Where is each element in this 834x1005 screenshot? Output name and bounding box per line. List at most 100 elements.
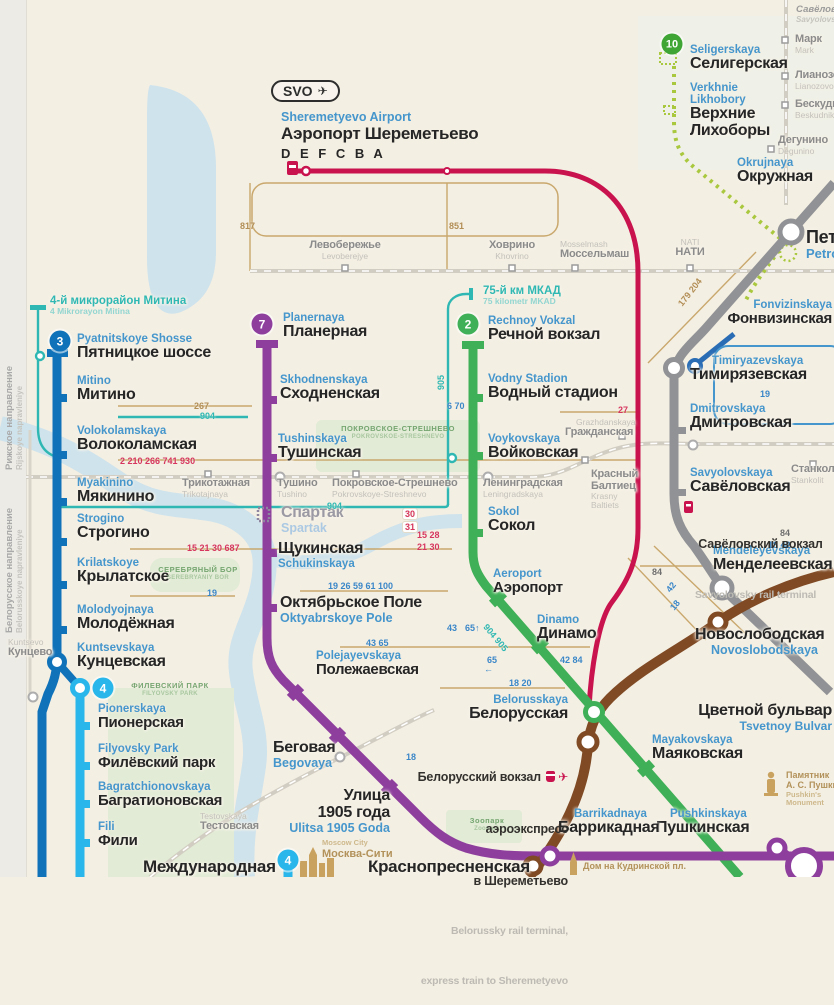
station-krasnopresnenskaya[interactable]: Краснопресненская [368, 857, 530, 876]
route-number: 15 21 30 687 [187, 543, 240, 553]
station-name-en: Mayakovskaya [652, 734, 733, 746]
route-number: 6 70 [447, 401, 465, 411]
line-badge-10[interactable]: 10 [661, 33, 683, 55]
line-badge-4[interactable]: 4 [277, 849, 299, 871]
station-name-ru: Фонвизинская [727, 310, 832, 328]
direction-ru: Рижское направление [4, 365, 15, 470]
station-name-ru: Волоколамская [77, 436, 197, 454]
station-name-ru: Пушкинская [656, 819, 750, 837]
under-construction-box [713, 345, 834, 425]
note-line-en: Belorussky rail terminal, [451, 925, 568, 938]
line-badge-4[interactable]: 4 [92, 677, 114, 699]
line-badge-7[interactable]: 7 [251, 313, 273, 335]
rail-station-name-ru: Ховрино [488, 239, 536, 251]
station-name-en: Schukinskaya [278, 557, 355, 570]
rail-station-name-ru: НАТИ [675, 246, 705, 258]
park-name-ru: СЕРЕБРЯНЫЙ БОР [158, 565, 238, 574]
line-badge-2[interactable]: 2 [457, 313, 479, 335]
station-name-ru: Сокол [488, 517, 536, 535]
station-name-en: Savyolovskaya [690, 467, 773, 479]
landmark-line: Moscow City [322, 838, 368, 847]
station-name-en: Krilatskoye [77, 557, 140, 569]
station-name-en: Sokol [488, 506, 520, 518]
route-number: 15 28 [417, 530, 440, 540]
station-name-en: Filyovsky Park [98, 743, 179, 755]
station-mezhdunarodnaya[interactable]: Международная [143, 857, 276, 876]
station-name-ru: Щукинская [278, 540, 364, 557]
line-badge-3[interactable]: 3 [49, 330, 71, 352]
station-name-ru: Тушинская [278, 444, 362, 462]
station-name-en: Oktyabrskoye Pole [280, 610, 393, 625]
station-name-en: Fili [98, 821, 115, 833]
rail-station-name-ru: Покровское-Стрешнево [332, 477, 458, 489]
station-name-ru: Краснопресненская [368, 857, 530, 876]
station-name-en: Barrikadnaya [574, 808, 647, 820]
rail-station-name-en: NATI [680, 237, 700, 247]
station-name-ru: Менделеевская [713, 556, 833, 574]
route-number: 21 30 [417, 542, 440, 552]
svo-badge[interactable]: SVO✈ [271, 80, 340, 102]
route-number: 18 20 [509, 678, 532, 688]
station-petrovsko-razumovskaya[interactable]: ПетPetro [806, 227, 834, 261]
station-name-en: Spartak [281, 520, 327, 535]
route-number: 18 [668, 598, 683, 613]
landmark-line: Pushkin's [786, 789, 822, 799]
route-number: 19 [760, 389, 771, 399]
line-10-dotted [659, 52, 798, 301]
route-number: 43 [447, 623, 458, 633]
direction-en: Belorusskoye napravleniye [15, 529, 25, 633]
station-name-ru: 75-й км МКАД [483, 285, 561, 297]
rail-station-name-ru: Гражданская [565, 426, 634, 438]
station-name-ru: Пет [806, 227, 834, 247]
station-name-en: Tushinskaya [278, 433, 347, 445]
